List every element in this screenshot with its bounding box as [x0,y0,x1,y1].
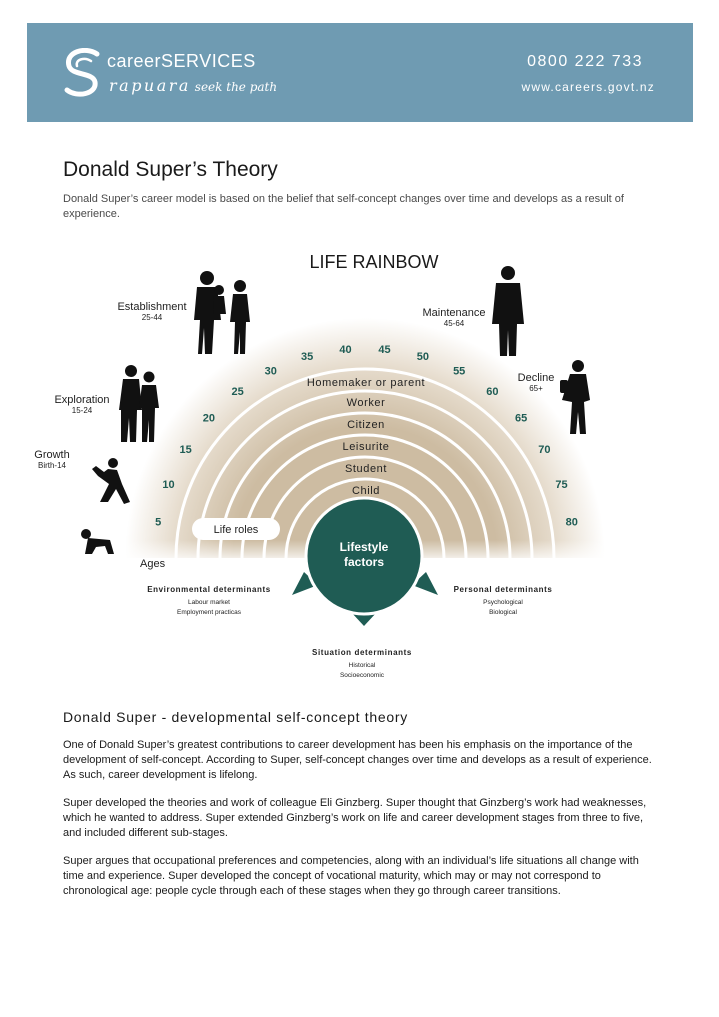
role-arc [196,389,534,559]
role-homemaker: Homemaker or parent [307,377,425,389]
env-determinants-title: Environmental determinants [147,585,271,594]
age-tick-label: 40 [339,344,351,356]
stage-exploration-range: 15-24 [72,406,93,415]
role-arc [174,367,556,559]
personal-determinant-1: Psychological [483,599,523,606]
lifestyle-factors: Lifestyle factors [292,496,438,626]
stage-decline-name: Decline [518,372,555,384]
stage-growth-range: Birth-14 [38,461,67,470]
header-band: careerSERVICES rapuara seek the path 080… [27,23,693,122]
stage-establishment-range: 25-44 [142,313,163,322]
age-tick-label: 10 [162,479,174,491]
section-paragraph-2: Super developed the theories and work of… [63,797,647,839]
role-arc [262,455,468,559]
age-tick-label: 5 [155,517,161,529]
section-title: Donald Super - developmental self-concep… [63,709,408,725]
role-student: Student [345,463,387,475]
situation-determinant-1: Historical [349,662,376,669]
age-tick-label: 35 [301,351,313,363]
brand-name: careerSERVICES [107,51,256,71]
section-paragraph-1: One of Donald Super’s greatest contribut… [63,739,652,781]
lifestyle-line1: Lifestyle [340,540,389,554]
stage-decline-range: 65+ [529,384,543,393]
age-tick-label: 30 [265,365,277,377]
env-determinant-1: Labour market [188,599,230,606]
ages-label: Ages [140,558,166,570]
age-tick-label: 50 [417,351,429,363]
age-tick-label: 65 [515,413,527,425]
age-tick-label: 70 [538,444,550,456]
role-leisurite: Leisurite [343,441,390,453]
situation-determinants-title: Situation determinants [312,648,412,657]
website-url[interactable]: www.careers.govt.nz [521,80,655,94]
page-title: Donald Super’s Theory [63,158,278,181]
careers-logo-icon [64,48,100,97]
role-arc [240,433,490,559]
life-roles-label: Life roles [214,524,259,536]
rainbow-background [125,318,605,558]
elderly-woman-icon [560,360,590,434]
lifestyle-line2: factors [344,555,384,569]
age-tick-label: 80 [566,517,578,529]
family-icon [194,271,250,354]
child-running-icon [92,458,130,504]
role-arc [284,477,446,559]
age-tick-label: 75 [555,479,567,491]
page-intro: Donald Super’s career model is based on … [63,193,624,220]
age-tick-label: 60 [486,386,498,398]
teen-couple-icon [119,365,159,442]
role-arcs [174,367,556,559]
age-tick-label: 55 [453,365,465,377]
section-paragraph-3: Super argues that occupational preferenc… [63,855,639,897]
phone-number: 0800 222 733 [527,53,643,70]
situation-determinant-2: Socioeconomic [340,672,385,679]
personal-determinant-2: Biological [489,609,517,616]
personal-determinants-title: Personal determinants [454,585,553,594]
role-arc [218,411,512,559]
role-child: Child [352,485,380,497]
age-tick-label: 15 [179,444,191,456]
age-tick-label: 25 [231,386,243,398]
life-rainbow-diagram: Homemaker or parent Worker Citizen Leisu… [34,252,610,679]
baby-crawling-icon [81,529,114,554]
role-citizen: Citizen [347,419,385,431]
role-worker: Worker [347,397,386,409]
stage-growth-name: Growth [34,449,69,461]
age-scale: 5 10 15 20 25 30 35 40 45 50 55 60 65 70 75 80 [155,344,578,529]
age-tick-label: 45 [378,344,390,356]
age-tick-label: 20 [203,413,215,425]
brand-tagline: rapuara seek the path [109,76,278,95]
life-rainbow-title: LIFE RAINBOW [309,252,438,272]
stage-maintenance-name: Maintenance [423,307,486,319]
life-roles-pill [192,518,280,540]
env-determinant-2: Employment practicas [177,609,242,616]
stage-establishment-name: Establishment [117,301,186,313]
stage-exploration-name: Exploration [54,394,109,406]
stage-maintenance-range: 45-64 [444,319,465,328]
man-standing-icon [492,266,524,356]
